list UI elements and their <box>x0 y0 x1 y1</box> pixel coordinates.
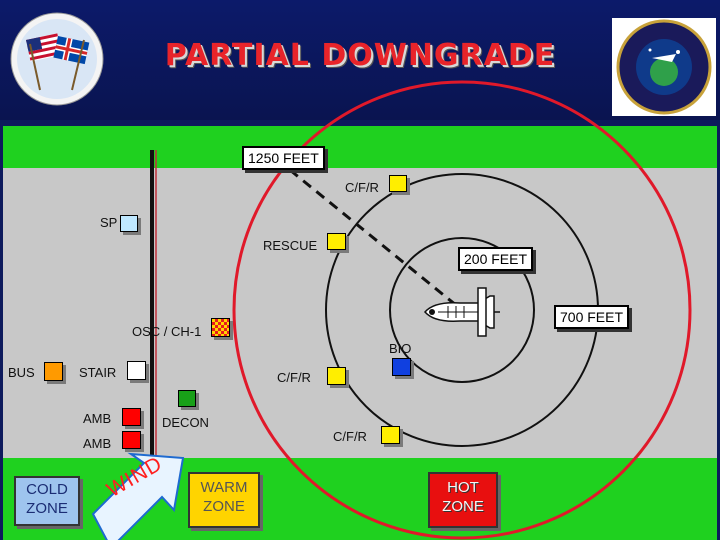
bio-label: BIO <box>389 341 412 356</box>
distance-700-label: 700 FEET <box>554 305 630 329</box>
cold-zone-line1: COLD <box>26 481 68 498</box>
page-title: PARTIAL DOWNGRADE <box>164 38 556 73</box>
flags-logo <box>10 12 104 106</box>
space-shuttle-icon <box>424 287 500 337</box>
bio-marker <box>392 358 411 376</box>
decon-marker <box>178 390 196 407</box>
radius-line <box>289 168 463 312</box>
hot-zone-line1: HOT <box>447 479 479 496</box>
hot-zone-line2: ZONE <box>442 498 484 515</box>
dod-seal-logo <box>612 18 716 116</box>
bus-label: BUS <box>8 365 35 380</box>
stair-marker <box>127 361 146 380</box>
cold-zone-line2: ZONE <box>26 500 68 517</box>
amb-1-marker <box>122 408 141 426</box>
cfr-top-label: C/F/R <box>345 180 379 195</box>
sp-marker <box>120 215 138 232</box>
stair-label: STAIR <box>79 365 117 380</box>
inner-distance-ring <box>389 237 535 383</box>
grass-strip-top <box>3 126 717 168</box>
amb-2-marker <box>122 431 141 449</box>
osc-ch1-marker <box>211 318 230 337</box>
amb-2-label: AMB <box>83 436 112 451</box>
decon-label: DECON <box>162 415 209 430</box>
header-band <box>0 0 720 120</box>
sp-label: SP <box>100 215 118 230</box>
rescue-marker <box>327 233 346 250</box>
osc-ch1-label: OSC / CH-1 <box>132 324 202 339</box>
cfr-low-label: C/F/R <box>333 429 367 444</box>
cfr-low-marker <box>381 426 400 444</box>
hot-zone-ring <box>232 80 692 540</box>
hot-zone-box: HOT ZONE <box>428 472 498 528</box>
cfr-top-marker <box>389 175 407 192</box>
rescue-label: RESCUE <box>263 238 318 253</box>
bus-marker <box>44 362 63 381</box>
warm-zone-line2: ZONE <box>203 498 245 515</box>
distance-1250-label: 1250 FEET <box>242 146 325 170</box>
warm-zone-box: WARM ZONE <box>188 472 260 528</box>
cold-zone-box: COLD ZONE <box>14 476 80 526</box>
cfr-mid-label: C/F/R <box>277 370 311 385</box>
warm-zone-line1: WARM <box>200 479 248 496</box>
amb-1-label: AMB <box>83 411 112 426</box>
distance-200-label: 200 FEET <box>458 247 534 271</box>
cfr-mid-marker <box>327 367 346 385</box>
